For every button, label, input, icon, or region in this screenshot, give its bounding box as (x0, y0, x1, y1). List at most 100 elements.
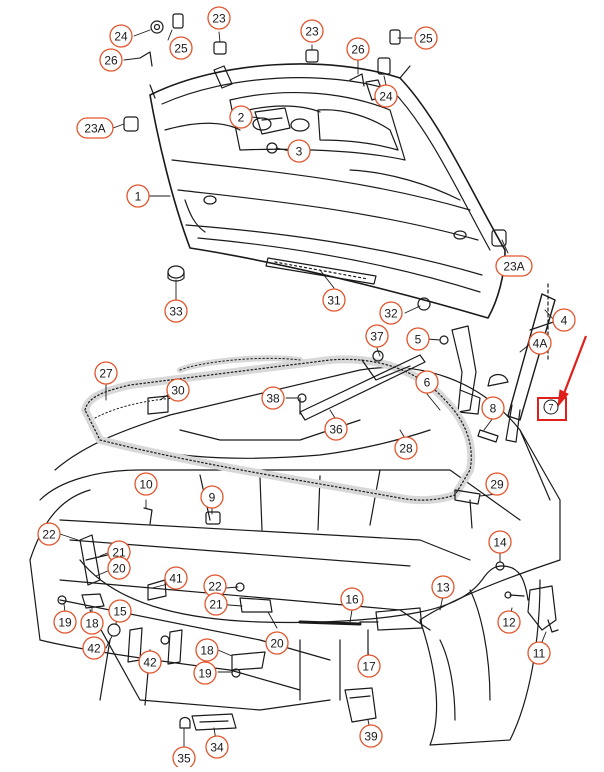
callout-10: 10 (134, 472, 158, 496)
callout-number: 15 (113, 605, 127, 619)
callout-number: 17 (362, 660, 376, 674)
callout-number: 23 (212, 12, 226, 26)
callout-33: 33 (164, 299, 188, 323)
callout-bubble (359, 724, 383, 748)
callout-bubble (527, 641, 551, 665)
callout-23: 23 (300, 19, 324, 43)
callout-bubble (552, 308, 576, 332)
callout-number: 39 (364, 730, 378, 744)
callout-bubble (205, 735, 229, 759)
callout-bubble (134, 472, 158, 496)
callout-number: 42 (143, 656, 157, 670)
callout-number: 13 (436, 581, 450, 595)
callout-number: 18 (85, 617, 99, 631)
callout-8: 8 (481, 396, 505, 420)
callout-bubble (109, 24, 133, 48)
callout-number: 26 (351, 43, 365, 57)
callout-number: 25 (419, 32, 433, 46)
callout-number: 38 (266, 392, 280, 406)
callout-number: 21 (112, 546, 126, 560)
callout-number: 18 (200, 644, 214, 658)
callout-4a: 4A (528, 331, 552, 355)
callout-6: 6 (415, 370, 439, 394)
callout-bubble (379, 301, 403, 325)
callout-bubble (431, 575, 455, 599)
callout-42: 42 (82, 636, 106, 660)
callout-number: 31 (327, 294, 341, 308)
callout-number: 14 (493, 536, 507, 550)
callout-number: 12 (502, 616, 516, 630)
callout-bubble (229, 105, 253, 129)
callout-39: 39 (359, 724, 383, 748)
callout-number: 36 (329, 423, 343, 437)
callout-number: 24 (379, 90, 393, 104)
callout-bubble (126, 184, 150, 208)
callout-bubble (53, 610, 77, 634)
callout-bubble (80, 611, 104, 635)
callout-number: 41 (169, 572, 183, 586)
callout-37: 37 (365, 324, 389, 348)
callout-23a: 23A (495, 255, 533, 277)
callout-23a: 23A (76, 117, 114, 139)
callout-number: 27 (99, 367, 113, 381)
callout-bubble (346, 37, 370, 61)
callout-number: 23A (84, 122, 105, 136)
callout-bubble (193, 661, 217, 685)
callout-24: 24 (109, 24, 133, 48)
callout-bubble (164, 299, 188, 323)
hood-fasteners (139, 13, 401, 87)
callout-bubble (261, 386, 285, 410)
callout-bubble (394, 436, 418, 460)
callout-16: 16 (340, 587, 364, 611)
callout-bubble (107, 556, 131, 580)
highlight-annotation: 7 (537, 335, 588, 421)
callout-number: 22 (42, 528, 56, 542)
bump-stop (123, 116, 507, 282)
callout-bubble (415, 370, 439, 394)
callout-number: 19 (58, 616, 72, 630)
callout-18: 18 (195, 638, 219, 662)
callout-number: 10 (139, 478, 153, 492)
callout-bubble (497, 610, 521, 634)
callout-bubble (204, 592, 228, 616)
callout-26: 26 (346, 37, 370, 61)
callout-number: 6 (424, 376, 431, 390)
callout-number: 3 (296, 145, 303, 159)
callout-bubble (138, 650, 162, 674)
callout-11: 11 (527, 641, 551, 665)
support-rod (297, 350, 426, 421)
callout-26: 26 (99, 48, 123, 72)
callout-number: 25 (174, 42, 188, 56)
callout-5: 5 (406, 327, 430, 351)
callout-35: 35 (172, 746, 196, 770)
callout-30: 30 (166, 378, 190, 402)
callout-number: 16 (345, 593, 359, 607)
callout-17: 17 (357, 654, 381, 678)
callout-32: 32 (379, 301, 403, 325)
callout-bubble (108, 599, 132, 623)
callout-4: 4 (552, 308, 576, 332)
callout-number: 5 (415, 333, 422, 347)
callout-bubble (166, 378, 190, 402)
callout-number: 28 (399, 442, 413, 456)
callout-number: 34 (210, 741, 224, 755)
leader-lines (59, 29, 555, 751)
callout-number: 42 (87, 642, 101, 656)
callout-bubble (195, 638, 219, 662)
callout-number: 11 (533, 647, 546, 661)
hood-panel (149, 63, 506, 319)
callout-number: 21 (209, 598, 223, 612)
callout-21: 21 (204, 592, 228, 616)
callout-bubble (374, 84, 398, 108)
callout-bubble (169, 36, 193, 60)
part-7-marker (543, 399, 559, 415)
callout-19: 19 (193, 661, 217, 685)
callout-number: 24 (114, 30, 128, 44)
release-lever (504, 585, 559, 633)
callout-bubble (76, 117, 114, 139)
callout-number: 9 (209, 491, 216, 505)
callout-number: 32 (384, 307, 398, 321)
callout-22: 22 (37, 522, 61, 546)
callout-bubble (99, 48, 123, 72)
